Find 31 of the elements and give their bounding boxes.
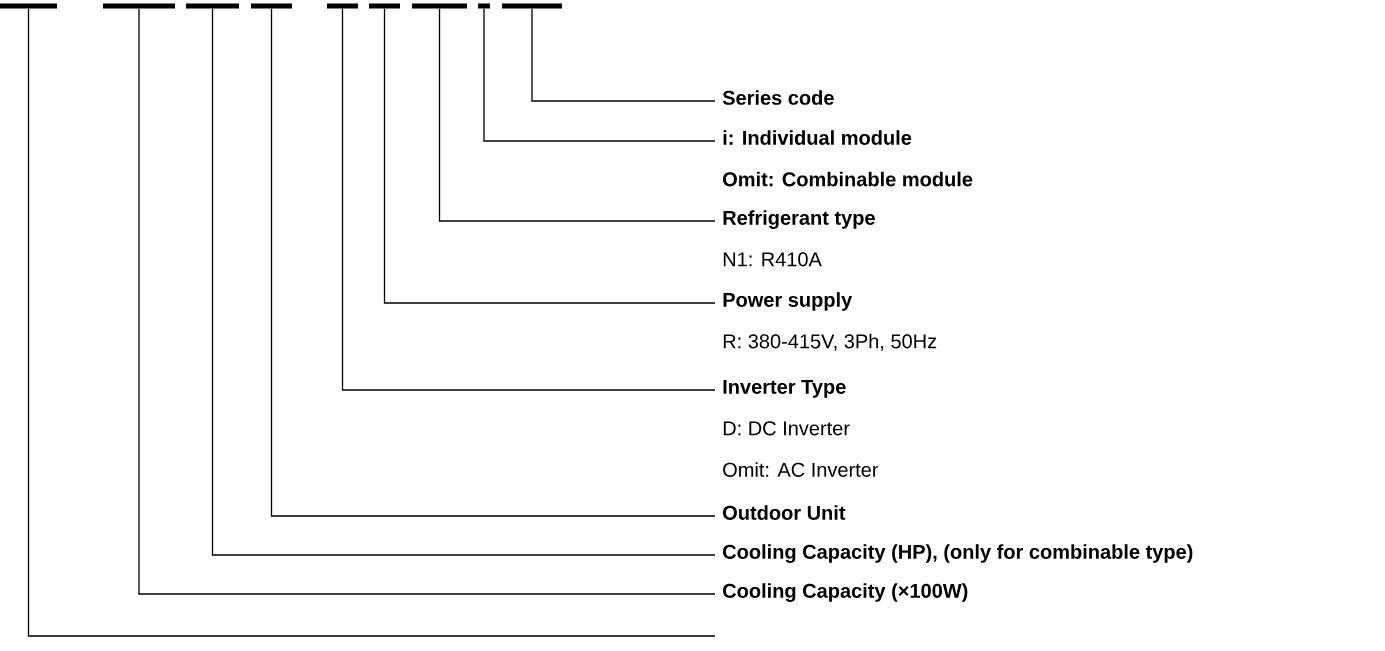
option-text: R: 380-415V, 3Ph, 50Hz <box>723 333 937 351</box>
code-segment-bar <box>0 3 57 9</box>
code-segment-bar <box>186 3 239 9</box>
code-segment-bar <box>103 3 175 9</box>
heading-text: i: Individual module <box>723 130 912 145</box>
option-text: N1: R410A <box>723 252 822 267</box>
heading-text: Power supply <box>723 292 853 311</box>
heading-text: Series code <box>722 90 834 105</box>
leader-line <box>211 8 716 556</box>
code-segment-bar <box>327 3 358 9</box>
option-text: D: DC Inverter <box>723 421 850 436</box>
code-segment-bar <box>369 3 400 9</box>
leader-line <box>438 8 716 222</box>
heading-text: Cooling Capacity (×100W) <box>723 583 968 602</box>
leader-line <box>270 8 716 517</box>
heading-text: Refrigerant type <box>723 210 875 229</box>
code-segment-bar <box>251 3 292 9</box>
heading-text: Inverter Type <box>723 379 846 398</box>
leader-line <box>341 8 716 391</box>
leader-line <box>531 8 716 102</box>
leader-line <box>138 8 716 595</box>
heading-text: Cooling Capacity (HP), (only for combinable type) <box>723 544 1193 563</box>
option-text: Omit: Combinable module <box>723 171 973 187</box>
leader-line <box>483 8 716 142</box>
heading-text: Outdoor Unit <box>723 505 846 520</box>
option-text: Omit: AC Inverter <box>723 462 879 477</box>
code-segment-bar <box>412 3 467 9</box>
code-segment-bar <box>478 3 490 9</box>
code-segment-bar <box>502 3 562 9</box>
leader-line <box>27 8 716 637</box>
leader-line <box>383 8 716 304</box>
